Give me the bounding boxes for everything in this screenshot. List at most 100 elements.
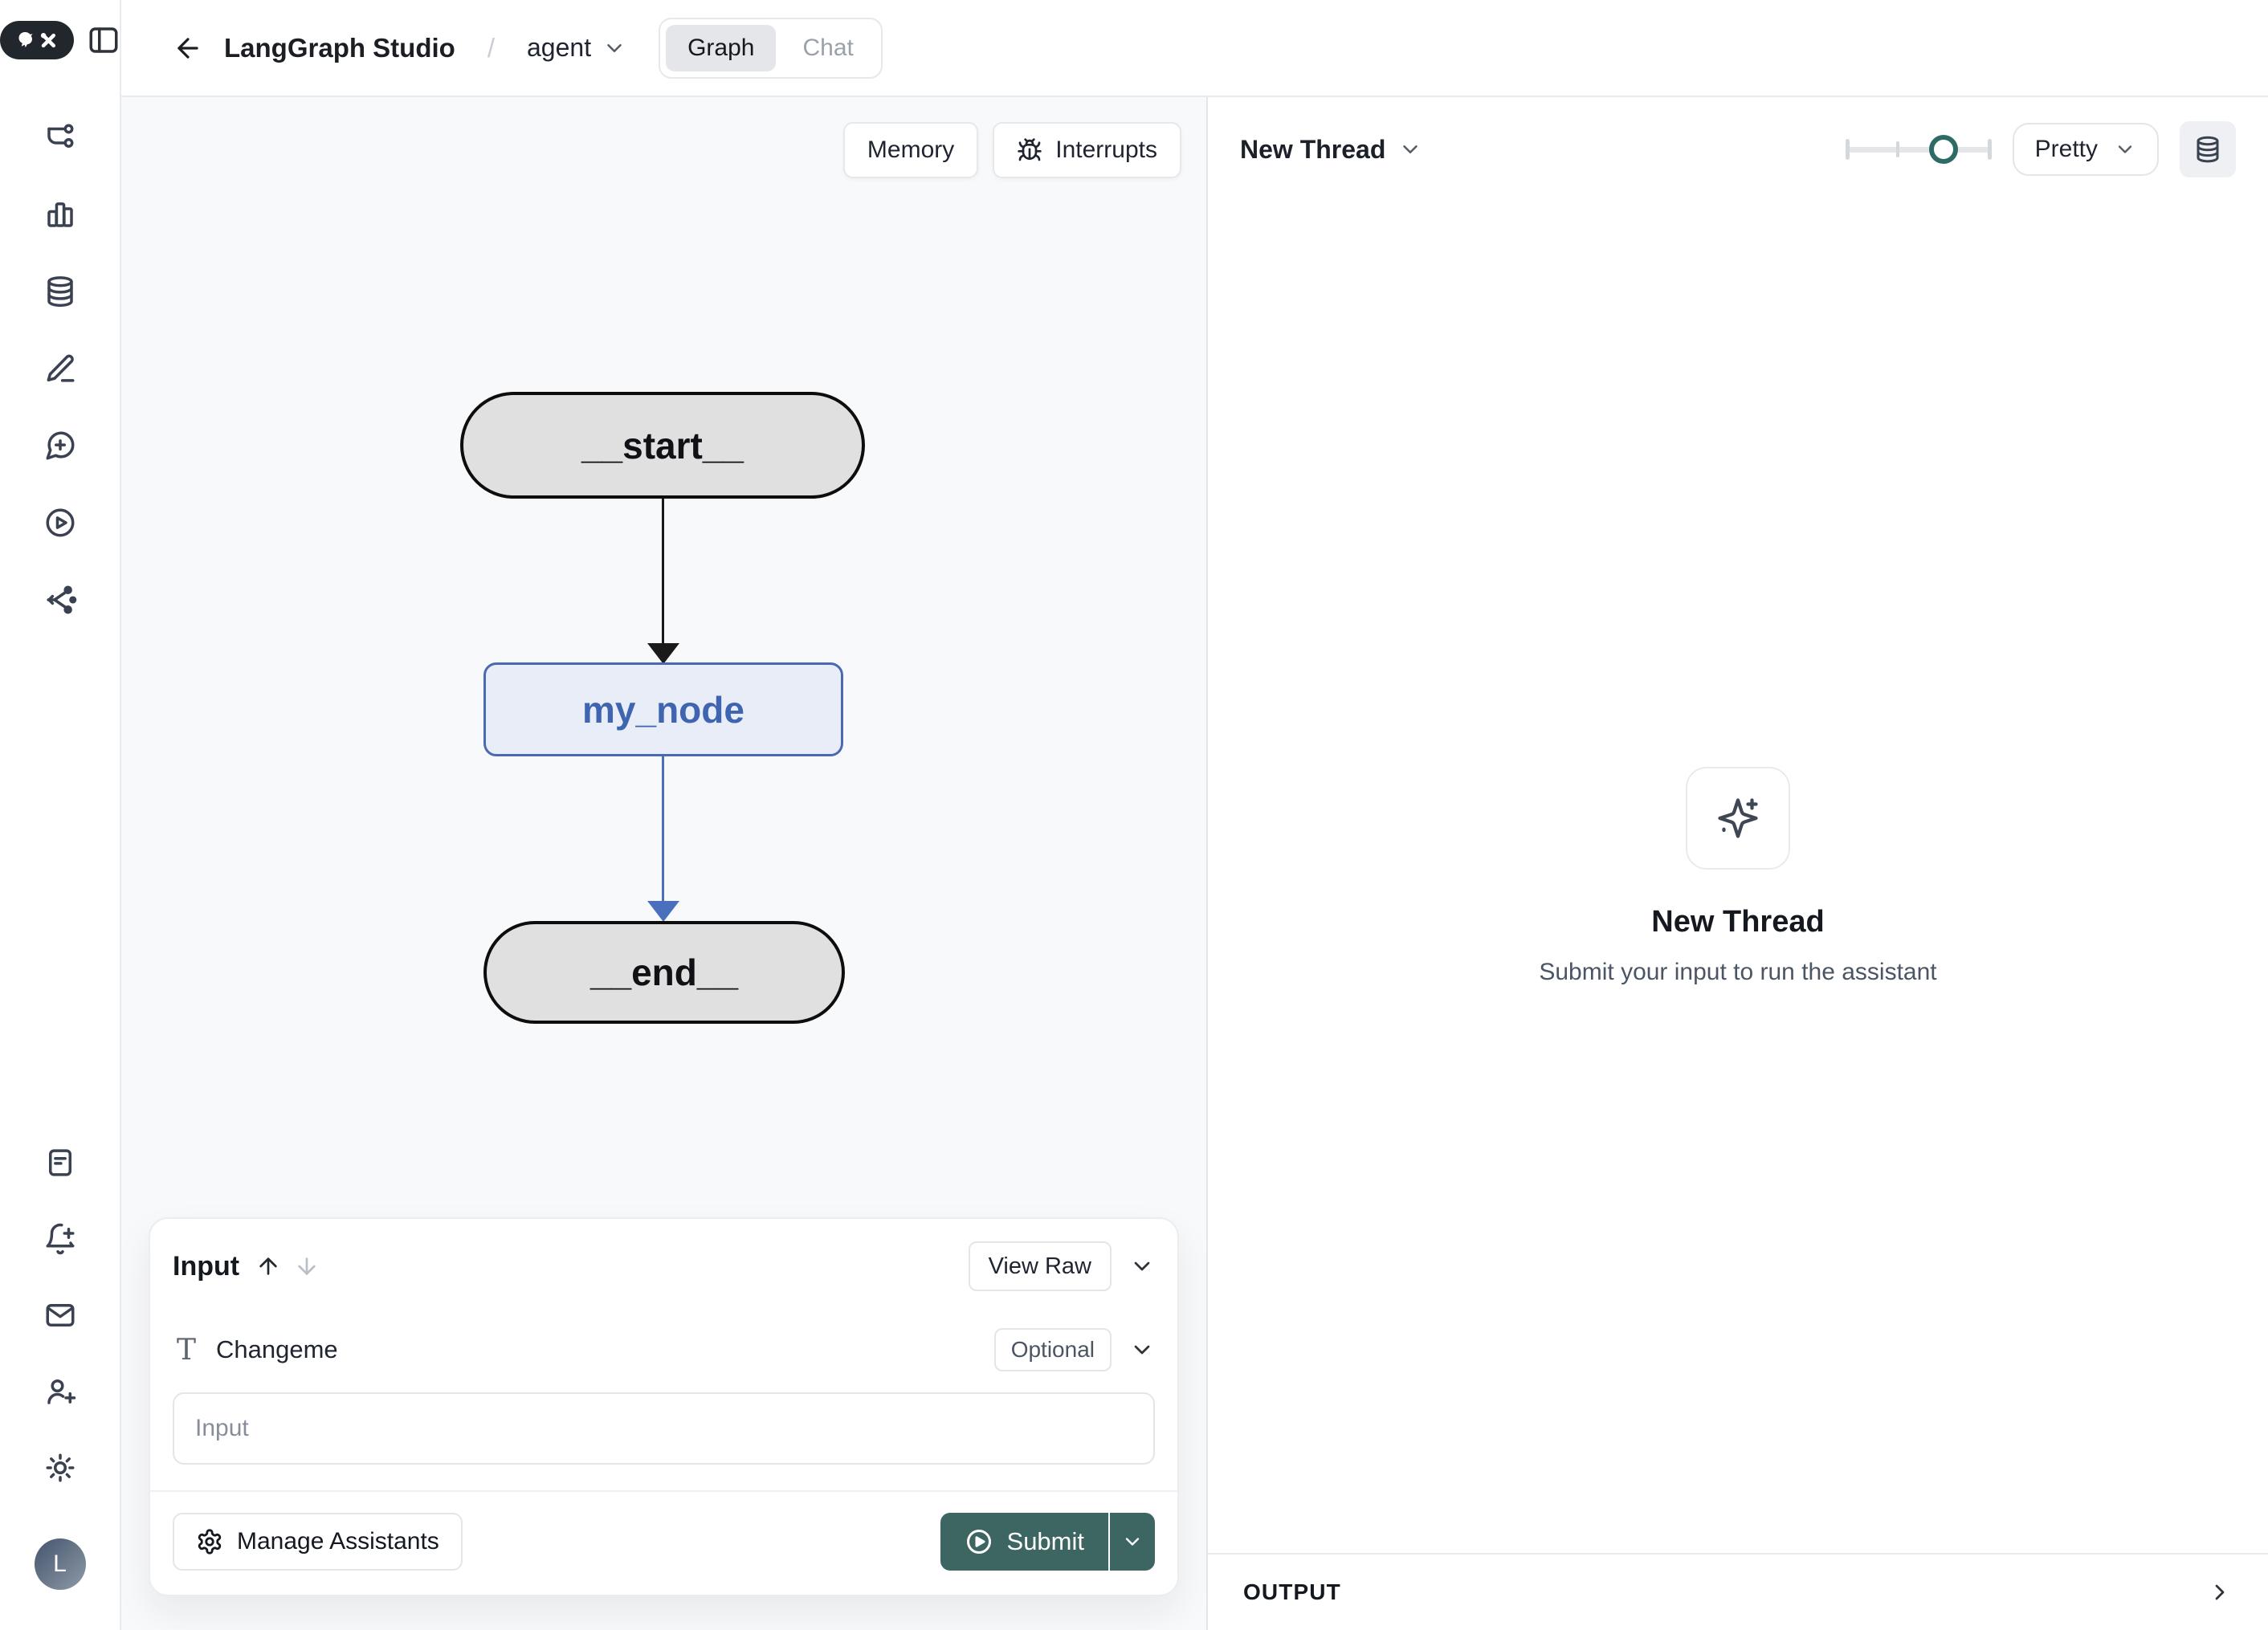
message-plus-icon[interactable]	[43, 429, 77, 463]
bell-plus-icon[interactable]	[43, 1222, 77, 1256]
pen-icon[interactable]	[43, 352, 77, 385]
interrupts-button[interactable]: Interrupts	[993, 122, 1181, 178]
chevron-down-icon	[1403, 145, 1418, 153]
edge-start-arrowhead-icon	[647, 643, 679, 664]
input-panel-title: Input	[173, 1250, 240, 1282]
sparkles-icon-card	[1686, 767, 1790, 870]
empty-state-subtitle: Submit your input to run the assistant	[1539, 959, 1937, 985]
langchain-logo[interactable]	[0, 21, 74, 59]
sun-icon[interactable]	[43, 1451, 77, 1485]
graph-node-end-label: __end__	[589, 952, 739, 993]
database-icon[interactable]	[43, 275, 77, 308]
input-panel-footer: Manage Assistants Submit	[150, 1492, 1177, 1595]
submit-options-button[interactable]	[1110, 1513, 1155, 1571]
state-database-button[interactable]	[2180, 121, 2236, 177]
memory-button[interactable]: Memory	[842, 122, 979, 178]
render-mode-value: Pretty	[2034, 136, 2098, 162]
workflow-icon[interactable]	[43, 120, 77, 154]
chevron-right-icon[interactable]	[2207, 1579, 2233, 1605]
view-raw-label: View Raw	[988, 1253, 1091, 1279]
graph-node-start-label: __start__	[581, 424, 744, 467]
parrot-tools-icon	[18, 32, 55, 48]
manage-assistants-label: Manage Assistants	[237, 1528, 439, 1555]
play-circle-icon	[966, 1530, 991, 1554]
thread-empty-state: New Thread Submit your input to run the …	[1208, 767, 2268, 986]
slider-cap-right	[1987, 139, 1992, 160]
interrupts-button-label: Interrupts	[1055, 137, 1157, 163]
arrow-down-icon[interactable]	[294, 1253, 320, 1279]
play-circle-icon[interactable]	[43, 506, 77, 540]
sidebar: L	[0, 0, 121, 1630]
canvas-actions: Memory Interrupts	[842, 122, 1181, 178]
render-mode-select[interactable]: Pretty	[2012, 123, 2159, 176]
note-icon[interactable]	[43, 1146, 77, 1180]
changeme-field-row: T Changeme Optional	[173, 1328, 1155, 1371]
edge-mynode-to-end	[662, 756, 664, 903]
input-panel-header: Input View Raw	[173, 1241, 1155, 1291]
submit-label: Submit	[1006, 1527, 1084, 1555]
back-arrow-icon[interactable]	[173, 33, 203, 63]
panel-left-toggle-icon[interactable]	[87, 23, 120, 57]
user-avatar[interactable]: L	[34, 1538, 86, 1590]
changeme-field-label: Changeme	[216, 1335, 338, 1363]
slider-cap-left	[1845, 139, 1850, 160]
input-collapse-chevron-icon[interactable]	[1129, 1253, 1155, 1279]
tab-chat[interactable]: Chat	[802, 34, 854, 61]
submit-button[interactable]: Submit	[940, 1513, 1108, 1571]
graph-node-my-node[interactable]: my_node	[483, 662, 843, 756]
field-collapse-chevron-icon[interactable]	[1129, 1337, 1155, 1363]
empty-state-title: New Thread	[1651, 905, 1825, 939]
chevron-down-icon	[607, 43, 622, 52]
input-card-divider	[150, 1490, 1177, 1492]
thread-panel-header: New Thread Pretty	[1208, 97, 2268, 177]
edge-end-arrowhead-icon	[647, 901, 679, 922]
manage-assistants-button[interactable]: Manage Assistants	[173, 1513, 463, 1571]
thread-selector[interactable]: New Thread	[1240, 135, 1422, 165]
bug-icon	[1018, 138, 1042, 161]
graph-node-my-node-label: my_node	[582, 688, 744, 731]
bar-chart-icon[interactable]	[43, 198, 77, 231]
agent-selector-value: agent	[527, 33, 592, 62]
edge-start-to-mynode	[662, 499, 664, 645]
sparkles-icon	[1718, 798, 1758, 838]
graph-canvas[interactable]: Memory Interrupts __start__ my_node __en…	[121, 97, 1208, 1630]
tab-graph[interactable]: Graph	[666, 24, 777, 71]
arrow-up-icon[interactable]	[255, 1253, 281, 1279]
sidebar-top-nav	[43, 120, 77, 617]
graph-node-start[interactable]: __start__	[460, 392, 865, 499]
chevron-down-icon	[2118, 145, 2132, 153]
chevron-down-icon	[1125, 1538, 1140, 1546]
thread-panel-tools: Pretty	[1845, 121, 2236, 177]
graph-node-end[interactable]: __end__	[483, 921, 845, 1024]
submit-divider	[1108, 1513, 1110, 1571]
slider-thumb[interactable]	[1928, 135, 1958, 164]
thread-selector-label: New Thread	[1240, 134, 1386, 164]
sidebar-bottom-nav: L	[34, 1146, 86, 1590]
avatar-initial: L	[53, 1551, 67, 1577]
slider-tick	[1896, 141, 1900, 157]
view-tabs: Graph Chat	[659, 17, 883, 79]
slider-track	[1845, 147, 1992, 153]
text-type-icon: T	[176, 1333, 196, 1367]
top-bar: LangGraph Studio / agent Graph Chat	[121, 0, 2268, 97]
output-bar[interactable]: OUTPUT	[1208, 1553, 2268, 1630]
mail-icon[interactable]	[43, 1298, 77, 1332]
page-title: LangGraph Studio	[224, 32, 455, 63]
view-raw-button[interactable]: View Raw	[968, 1241, 1112, 1291]
sidebar-logo-row	[0, 21, 120, 59]
optional-badge: Optional	[993, 1328, 1112, 1371]
database-icon	[2197, 136, 2219, 163]
share-icon[interactable]	[43, 583, 77, 617]
content-row: Memory Interrupts __start__ my_node __en…	[121, 97, 2268, 1630]
main-column: LangGraph Studio / agent Graph Chat Memo…	[121, 0, 2268, 1630]
input-panel: Input View Raw T Changeme Optional	[149, 1217, 1179, 1596]
submit-split-button: Submit	[940, 1513, 1155, 1571]
breadcrumb-separator: /	[487, 32, 495, 63]
detail-level-slider[interactable]	[1845, 133, 1992, 165]
output-label: OUTPUT	[1243, 1579, 1341, 1604]
agent-selector[interactable]: agent	[527, 33, 626, 63]
user-plus-icon[interactable]	[43, 1375, 77, 1408]
thread-panel: New Thread Pretty	[1208, 97, 2268, 1630]
changeme-input[interactable]	[173, 1392, 1155, 1465]
